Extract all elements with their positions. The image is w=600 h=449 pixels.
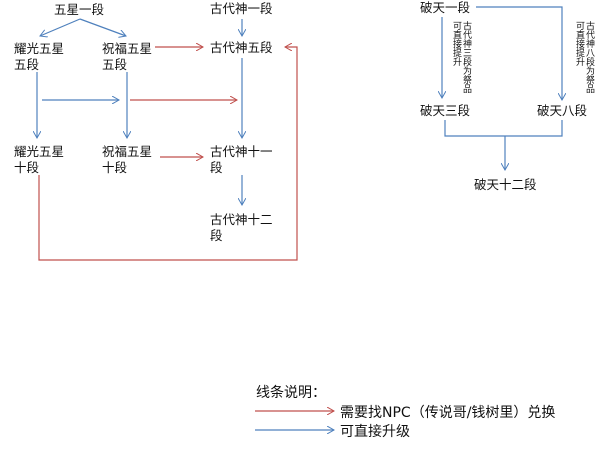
node-gudai-11: 古代神十一 段	[210, 144, 273, 175]
node-gudai-1: 古代神一段	[210, 1, 273, 16]
node-gudai-5: 古代神五段	[210, 40, 273, 55]
arrow-wuxing-zhufu	[79, 18, 126, 36]
legend-blue-label: 可直接升级	[340, 424, 410, 440]
node-zhufu-5: 祝福五星 五段	[102, 41, 153, 72]
node-potian-1: 破天一段	[420, 0, 471, 15]
arrow-wuxing-yaoguang	[40, 18, 81, 36]
node-zhufu-10: 祝福五星 十段	[102, 144, 153, 175]
join-potian3-potian8	[444, 120, 563, 137]
arrow-yaoguang10-gudai5	[38, 47, 298, 261]
arrow-potian1-potian8	[476, 6, 562, 100]
note-left-sacrifice: 古代神三段为祭品	[461, 21, 471, 93]
node-potian-3: 破天三段	[420, 103, 471, 118]
legend-red-label: 需要找NPC（传说哥/钱树里）兑换	[340, 405, 556, 421]
note-left-direct: 可直接提升	[451, 21, 461, 66]
node-potian-12: 破天十二段	[474, 177, 537, 192]
note-right-direct: 可直接提升	[574, 21, 584, 66]
node-yaoguang-5: 耀光五星 五段	[14, 41, 65, 72]
node-gudai-12: 古代神十二 段	[210, 212, 273, 243]
node-wuxing-1: 五星一段	[54, 2, 105, 17]
node-potian-8: 破天八段	[537, 103, 588, 118]
node-yaoguang-10: 耀光五星 十段	[14, 144, 65, 175]
legend-title: 线条说明：	[256, 385, 326, 401]
note-right-sacrifice: 古代神八段为祭品	[584, 21, 594, 93]
